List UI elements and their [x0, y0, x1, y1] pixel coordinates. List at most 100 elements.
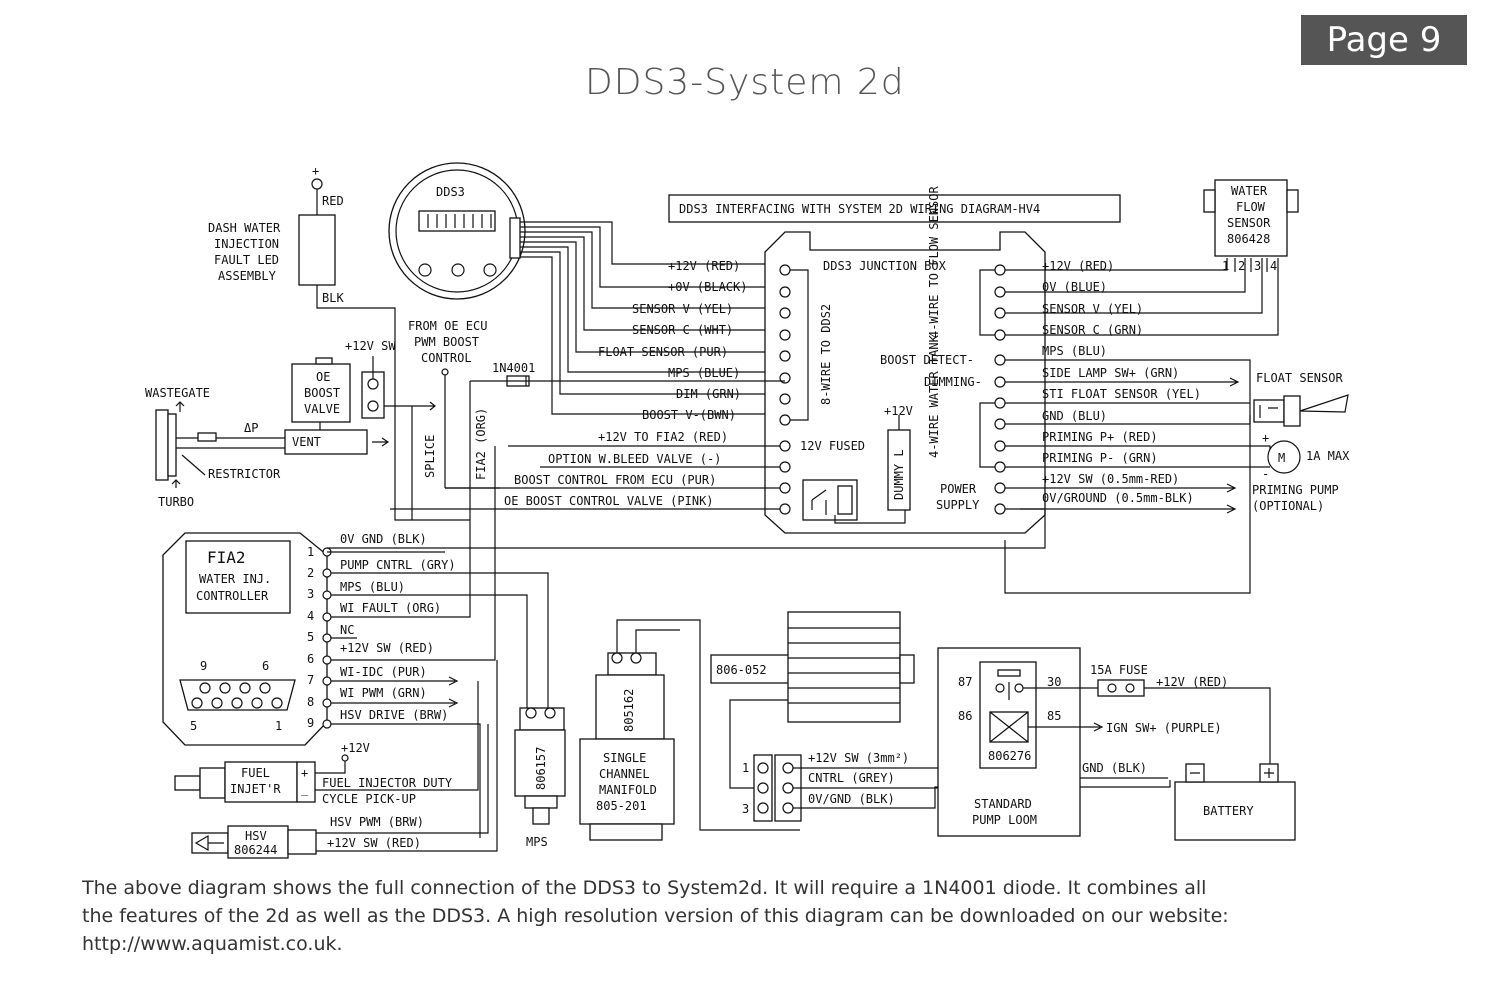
wastegate-label: WASTEGATE — [145, 386, 210, 400]
right-wire-3: SENSOR V (YEL) — [1042, 302, 1143, 316]
pump-module: 806-052 — [710, 611, 915, 789]
relay-pin-86: 86 — [958, 709, 972, 723]
diagram-title: DDS3 INTERFACING WITH SYSTEM 2D WIRING D… — [679, 202, 1040, 216]
left-wire-9: +12V TO FIA2 (RED) — [598, 430, 728, 444]
fia2-pin-6: 6 — [307, 652, 314, 666]
caption: The above diagram shows the full connect… — [82, 874, 1442, 958]
led-label-3: FAULT LED — [214, 253, 279, 267]
fuel-injector-minus: _ — [301, 782, 309, 796]
junction-box-title: DDS3 JUNCTION BOX — [823, 259, 947, 273]
connector-label-6: 6 — [262, 659, 269, 673]
fia2-wire-2: PUMP CNTRL (GRY) — [340, 558, 456, 572]
flow-sensor-pin-4: 4 — [1270, 259, 1277, 273]
fia2-org-label: FIA2 (ORG) — [474, 408, 488, 480]
pump-connector-wire-2: CNTRL (GREY) — [808, 771, 895, 785]
manifold-line-3: MANIFOLD — [599, 783, 657, 797]
right-wire-12: 0V/GROUND (0.5mm-BLK) — [1042, 491, 1194, 505]
single-channel-manifold: 805162 SINGLE CHANNEL MANIFOLD 805-201 — [579, 619, 800, 841]
flow-sensor-pin-2: 2 — [1238, 259, 1245, 273]
hsv-pwm-label: HSV PWM (BRW) — [330, 815, 424, 829]
diode-label: 1N4001 — [492, 361, 535, 375]
page-number-badge: Page 9 — [1301, 15, 1467, 65]
dds3-ribbon-wires — [520, 221, 785, 415]
right-wire-2: 0V (BLUE) — [1042, 280, 1107, 294]
fia2-controller: FIA2 WATER INJ. CONTROLLER 9 6 5 1 — [162, 532, 328, 746]
float-sensor: FLOAT SENSOR — [1253, 371, 1349, 427]
pump-module-part: 806-052 — [716, 663, 767, 677]
manifold-line-1: SINGLE — [603, 751, 646, 765]
diagram-title-box: DDS3 INTERFACING WITH SYSTEM 2D WIRING D… — [668, 194, 1121, 223]
fuel-injector-line-1: FUEL — [241, 766, 270, 780]
fia2-pin-8: 8 — [307, 695, 314, 709]
caption-line-1: The above diagram shows the full connect… — [82, 877, 1207, 899]
pump-minus: - — [1262, 467, 1269, 481]
left-wire-6: MPS (BLUE) — [668, 366, 740, 380]
flow-sensor-pin-3: 3 — [1254, 259, 1261, 273]
fused-label: 12V FUSED — [800, 439, 865, 453]
wiring-diagram: DDS3 INTERFACING WITH SYSTEM 2D WIRING D… — [145, 162, 1350, 859]
relay-pin-85: 85 — [1047, 709, 1061, 723]
ecu-note-1: FROM OE ECU — [408, 319, 487, 333]
fia2-pin-4: 4 — [307, 609, 314, 623]
fuel-injector: +12V FUEL INJET'R + _ FUEL INJECTOR DUTY… — [174, 681, 479, 806]
fia2-wire-5: NC — [340, 623, 354, 637]
right-wire-8: GND (BLU) — [1042, 409, 1107, 423]
fuel-injector-line-2: INJET'R — [230, 782, 281, 796]
pump-plus: + — [1262, 431, 1269, 445]
left-wire-3: SENSOR V (YEL) — [632, 302, 733, 316]
flow-block-label: 4-WIRE TO FLOW SENSOR — [927, 186, 941, 338]
pump-loom: 87 30 86 85 806276 STANDARD PUMP LOOM — [937, 647, 1104, 837]
pump-connector-wire-3: 0V/GND (BLK) — [808, 792, 895, 806]
dummy-load-label: DUMMY L — [892, 449, 906, 500]
eight-wire-label: 8-WIRE TO DDS2 — [819, 304, 833, 405]
oe-valve-supply: +12V SW — [345, 339, 396, 353]
left-wire-10: OPTION W.BLEED VALVE (-) — [548, 452, 721, 466]
led-red-label: RED — [322, 194, 344, 208]
pump-connector-pin-3: 3 — [742, 802, 749, 816]
pump-loom-line-1: STANDARD — [974, 797, 1032, 811]
ign-label: IGN SW+ (PURPLE) — [1106, 721, 1222, 735]
flow-sensor-line-3: SENSOR — [1227, 216, 1271, 230]
led-label-4: ASSEMBLY — [218, 269, 277, 283]
fia2-pin-3: 3 — [307, 587, 314, 601]
caption-line-3: http://www.aquamist.co.uk. — [82, 933, 343, 955]
fia2-pin-9: 9 — [307, 716, 314, 730]
manifold-part: 805162 — [622, 689, 636, 732]
fuse-label: 15A FUSE — [1090, 663, 1148, 677]
fia2-wire-6: +12V SW (RED) — [340, 641, 434, 655]
vent-label: VENT — [292, 435, 321, 449]
fia2-wire-9: HSV DRIVE (BRW) — [340, 708, 448, 722]
oe-valve-line-2: BOOST — [304, 386, 340, 400]
priming-pump: M 1A MAX + - PRIMING PUMP (OPTIONAL) — [1252, 431, 1350, 513]
manifold-line-2: CHANNEL — [599, 767, 650, 781]
fia2-pin-7: 7 — [307, 673, 314, 687]
dds3-label: DDS3 — [436, 185, 465, 199]
left-wire-5: FLOAT SENSOR (PUR) — [598, 345, 728, 359]
power-wiring: 15A FUSE +12V (RED) IGN SW+ (PURPLE) GND… — [1080, 663, 1271, 779]
gnd-label: GND (BLK) — [1082, 761, 1147, 775]
led-plus: + — [312, 164, 319, 178]
oe-valve-line-1: OE — [316, 370, 330, 384]
connector-label-1: 1 — [275, 719, 282, 733]
hsv-valve: HSV 806244 HSV PWM (BRW) +12V SW (RED) — [191, 660, 498, 859]
oe-boost-valve: OE BOOST VALVE +12V SW VENT — [284, 339, 413, 520]
left-wire-4: SENSOR C (WHT) — [632, 323, 733, 337]
fia2-pin-2: 2 — [307, 566, 314, 580]
battery-label: BATTERY — [1203, 804, 1254, 818]
left-wire-2: +0V (BLACK) — [668, 280, 747, 294]
flow-sensor-line-2: FLOW — [1236, 200, 1266, 214]
fuel-injector-note-2: CYCLE PICK-UP — [322, 792, 416, 806]
dds3-gauge: DDS3 — [388, 162, 526, 300]
fia2-wire-7: WI-IDC (PUR) — [340, 665, 427, 679]
flow-sensor-pin-1: 1 — [1222, 259, 1229, 273]
fia2-line-1: WATER INJ. — [199, 572, 271, 586]
mps-label: MPS — [526, 835, 548, 849]
battery: BATTERY — [1174, 763, 1296, 841]
right-wire-9: PRIMING P+ (RED) — [1042, 430, 1158, 444]
right-wire-10: PRIMING P- (GRN) — [1042, 451, 1158, 465]
pump-label-2: (OPTIONAL) — [1252, 499, 1324, 513]
fuel-injector-note-1: FUEL INJECTOR DUTY — [322, 776, 453, 790]
junction-right-wires: +12V (RED) 0V (BLUE) SENSOR V (YEL) SENS… — [327, 258, 1279, 594]
connector-label-5: 5 — [190, 719, 197, 733]
hsv-line-2: 806244 — [234, 843, 277, 857]
